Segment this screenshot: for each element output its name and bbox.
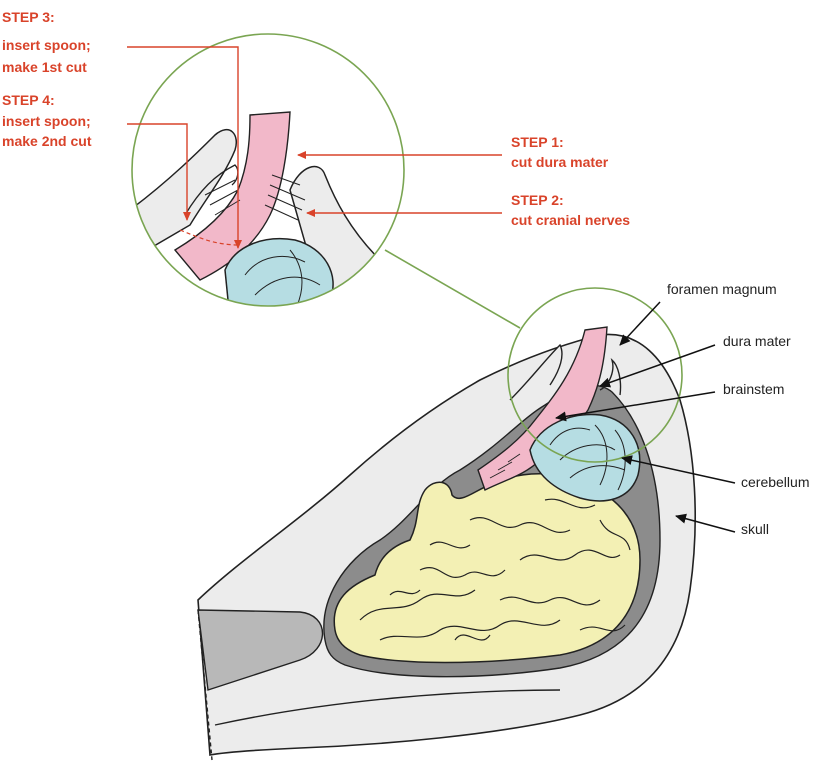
step-4-leader <box>127 123 191 221</box>
cerebellum-leader <box>621 455 736 484</box>
skull-cross-section <box>197 326 697 761</box>
zoom-circle <box>131 33 405 307</box>
svg-text:STEP 4:: STEP 4: <box>2 92 55 108</box>
step-3-label: STEP 3: insert spoon; make 1st cut <box>2 9 91 75</box>
foramen-magnum-leader <box>619 301 661 346</box>
anatomy-leaders <box>555 301 736 533</box>
zoom-brainstem <box>173 111 291 281</box>
svg-text:insert spoon;: insert spoon; <box>2 37 91 53</box>
svg-text:cut dura mater: cut dura mater <box>511 154 609 170</box>
jaw-section <box>197 609 324 691</box>
label-foramen-magnum: foramen magnum <box>667 281 777 297</box>
step-leaders <box>127 46 502 249</box>
svg-text:insert spoon;: insert spoon; <box>2 113 91 129</box>
svg-text:cut cranial nerves: cut cranial nerves <box>511 212 630 228</box>
zoomed-view <box>132 34 404 306</box>
skull-leader <box>675 513 736 533</box>
brainstem-leader <box>555 391 716 422</box>
brainstem <box>477 326 608 491</box>
label-brainstem: brainstem <box>723 381 784 397</box>
dura-mater-leader <box>599 344 716 388</box>
svg-text:STEP 2:: STEP 2: <box>511 192 564 208</box>
step-3-leader <box>127 46 242 249</box>
svg-text:make 1st cut: make 1st cut <box>2 59 87 75</box>
step-1-label: STEP 1: cut dura mater <box>511 134 609 170</box>
zoom-source-circle <box>507 287 683 463</box>
zoom-connector <box>384 249 521 329</box>
svg-text:make 2nd cut: make 2nd cut <box>2 133 92 149</box>
cerebrum-gyri <box>359 498 631 641</box>
label-dura-mater: dura mater <box>723 333 791 349</box>
svg-text:STEP 3:: STEP 3: <box>2 9 55 25</box>
svg-text:STEP 1:: STEP 1: <box>511 134 564 150</box>
step-2-label: STEP 2: cut cranial nerves <box>511 192 630 228</box>
label-skull: skull <box>741 521 769 537</box>
zoom-cranial-nerves <box>264 174 306 221</box>
label-cerebellum: cerebellum <box>741 474 809 490</box>
step-4-label: STEP 4: insert spoon; make 2nd cut <box>2 92 92 149</box>
anatomy-labels: foramen magnum dura mater brainstem cere… <box>667 281 809 537</box>
